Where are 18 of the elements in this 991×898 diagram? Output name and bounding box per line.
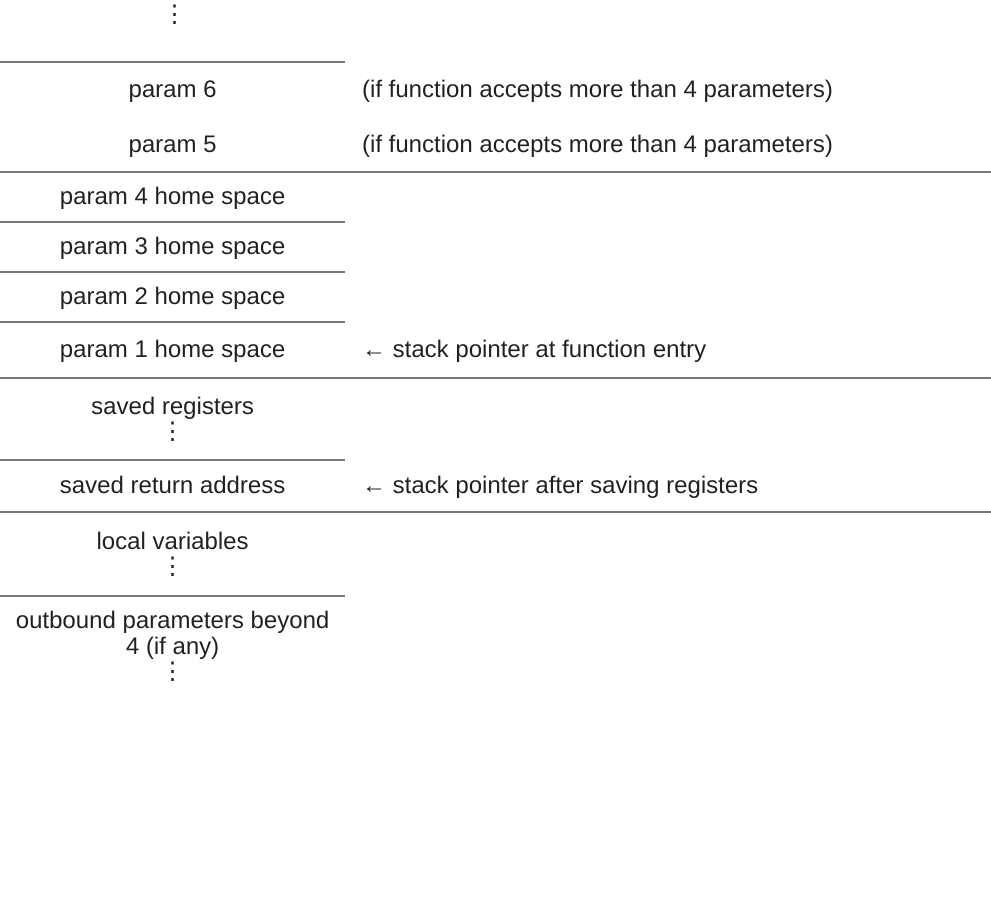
slot-label: param 4 home space — [58, 184, 286, 210]
ellipsis-label: ⋮ — [162, 2, 182, 28]
ellipsis-label: ⋮ — [160, 660, 184, 684]
slot-note: ← stack pointer after saving registers — [362, 472, 758, 500]
ellipsis-label: ⋮ — [160, 420, 184, 444]
slot-label: local variables — [95, 528, 250, 556]
slot-label: param 2 home space — [58, 284, 286, 310]
slot-label: saved registers — [90, 394, 255, 420]
slot-note: (if function accepts more than 4 parameters) — [362, 76, 833, 104]
slot-label: param 5 — [127, 132, 218, 158]
slot-label: param 1 home space — [58, 336, 286, 364]
slot-label: saved return address — [58, 472, 286, 500]
slot-label: outbound parameters beyond 4 (if any) — [14, 608, 330, 660]
slot-label: param 3 home space — [58, 234, 286, 260]
slot-label: param 6 — [127, 76, 218, 104]
slot-note: (if function accepts more than 4 parameters) — [362, 132, 833, 158]
slot-note: ← stack pointer at function entry — [362, 336, 706, 364]
ellipsis-label: ⋮ — [160, 555, 184, 580]
